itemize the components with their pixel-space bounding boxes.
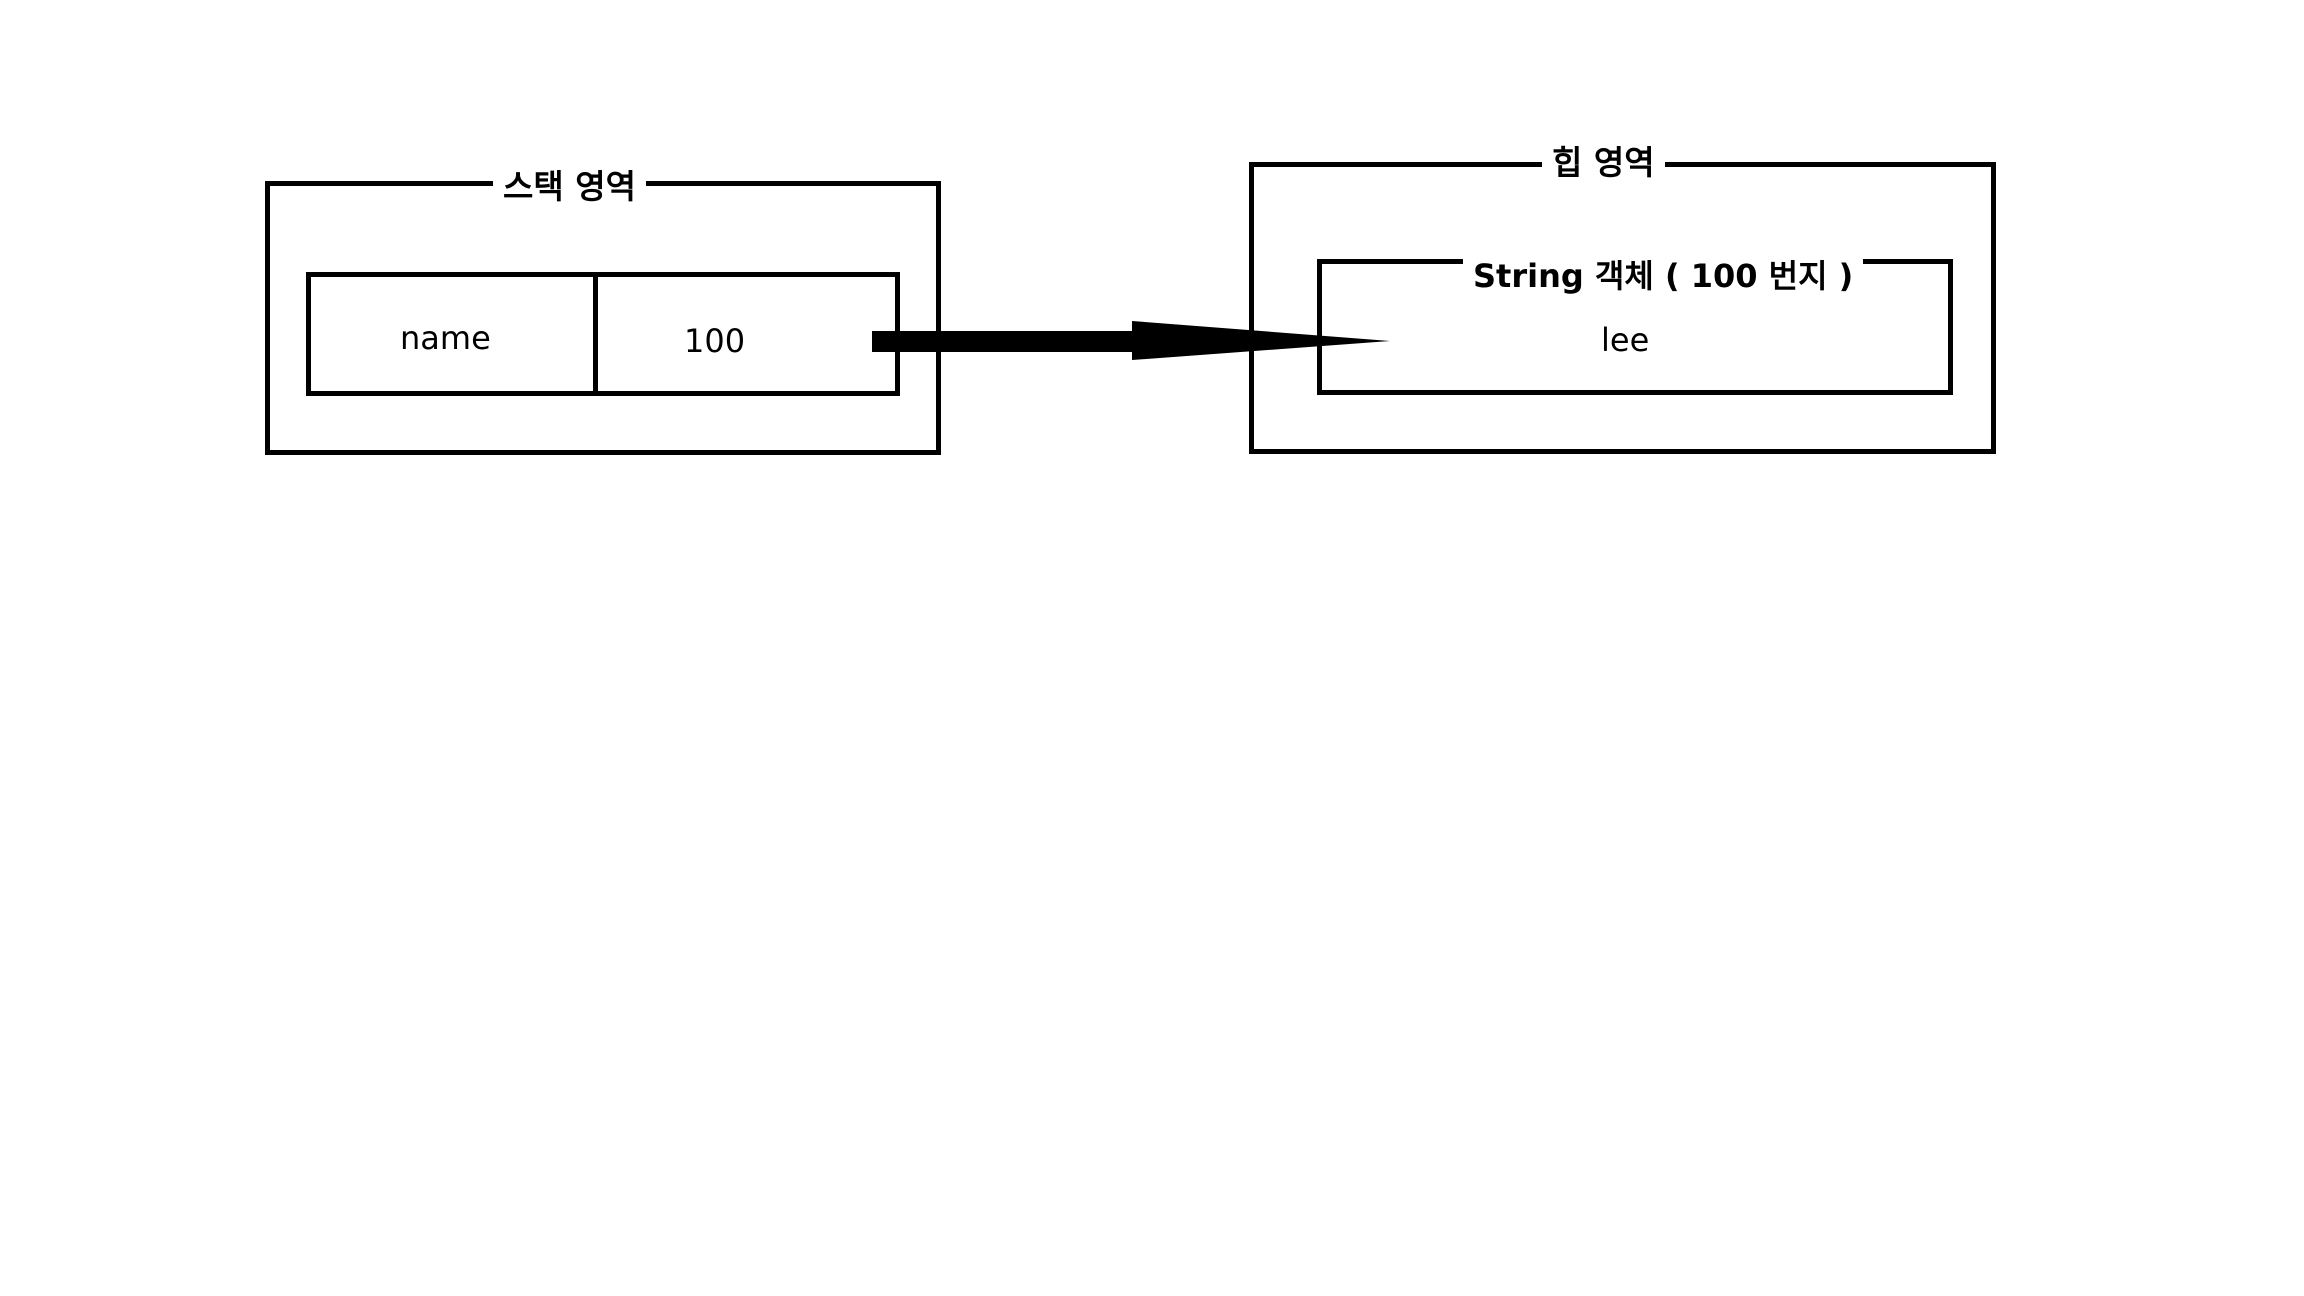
variable-address-value: 100 xyxy=(684,322,746,360)
string-object-title: String 객체 ( 100 번지 ) xyxy=(1463,256,1864,296)
heap-area-title: 힙 영역 xyxy=(1542,143,1665,183)
stack-variable-divider xyxy=(593,272,598,396)
stack-variable-box xyxy=(306,272,900,396)
variable-name-label: name xyxy=(400,319,491,357)
stack-area-title: 스택 영역 xyxy=(493,167,646,207)
string-object-value: lee xyxy=(1601,321,1650,359)
